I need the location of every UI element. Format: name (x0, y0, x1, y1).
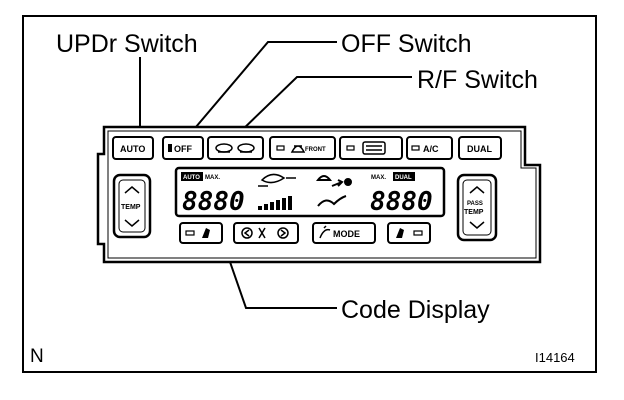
chevron-up-icon (124, 186, 140, 194)
rear-defrost-icon (362, 141, 386, 155)
rf-switch-label: R/F Switch (417, 66, 538, 94)
mode-button[interactable]: MODE (312, 222, 376, 244)
seat-heater-icon (202, 228, 210, 238)
rf-leader (237, 76, 412, 135)
code-display-label: Code Display (341, 296, 490, 324)
seat-right-indicator-icon (413, 230, 423, 236)
auto-button-label: AUTO (120, 144, 145, 154)
control-panel: AUTO OFF FRONT (96, 125, 542, 264)
ac-indicator-icon (411, 145, 420, 151)
passenger-temp-switch[interactable]: PASS TEMP (456, 173, 498, 242)
dual-button[interactable]: DUAL (458, 136, 502, 160)
code-display: AUTO MAX. 8880 (174, 166, 446, 218)
off-button[interactable]: OFF (162, 136, 204, 160)
front-button-label: FRONT (305, 147, 326, 153)
fan-speed-bars (258, 196, 292, 210)
seat-heater-left-button[interactable] (179, 222, 223, 244)
dual-button-label: DUAL (467, 144, 492, 154)
driver-temp-switch[interactable]: TEMP (112, 173, 152, 239)
chevron-down-icon (124, 219, 140, 227)
display-max-left: MAX. (205, 175, 220, 181)
front-defrost-button[interactable]: FRONT (269, 136, 336, 160)
right-temperature-digits: 8880 (370, 187, 433, 217)
rear-defrost-button[interactable] (339, 136, 403, 160)
front-indicator-icon (276, 145, 285, 151)
dual-indicator-box (393, 172, 415, 181)
mode-button-label: MODE (333, 229, 360, 239)
display-dual-label: DUAL (395, 175, 412, 181)
left-temperature-digits: 8880 (182, 187, 245, 217)
rear-indicator-icon (346, 145, 355, 151)
fan-speed-button[interactable] (233, 222, 299, 244)
off-leader (189, 41, 337, 135)
updr-switch-label: UPDr Switch (56, 30, 198, 58)
front-defrost-icon (290, 145, 306, 153)
off-button-label: OFF (174, 144, 192, 154)
mode-icon (319, 225, 331, 239)
fan-down-up-icon (241, 227, 289, 239)
seat-heater-right-button[interactable] (387, 222, 431, 244)
seat-heater-icon (396, 228, 404, 238)
display-max-right: MAX. (371, 175, 386, 181)
off-indicator-icon (168, 144, 172, 152)
off-switch-label: OFF Switch (341, 30, 472, 58)
figure-frame (22, 15, 597, 373)
auto-indicator-box (181, 172, 203, 181)
chevron-up-icon (469, 186, 485, 194)
airflow-mode-icon (315, 175, 352, 207)
seat-left-indicator-icon (185, 230, 195, 236)
display-auto-label: AUTO (183, 175, 200, 181)
corner-mark: N (30, 346, 44, 367)
driver-temp-label: TEMP (121, 204, 141, 211)
rf-button[interactable] (207, 136, 264, 160)
panel-inner-outline (107, 130, 537, 259)
auto-button[interactable]: AUTO (112, 136, 154, 160)
passenger-temp-label: TEMP (464, 209, 484, 216)
passenger-label: PASS (467, 201, 483, 207)
ac-button-label: A/C (423, 144, 439, 154)
figure-id: I14164 (535, 350, 575, 365)
recirculate-icon (215, 143, 255, 153)
fan-icon (258, 173, 296, 187)
chevron-down-icon (469, 221, 485, 229)
ac-button[interactable]: A/C (406, 136, 453, 160)
